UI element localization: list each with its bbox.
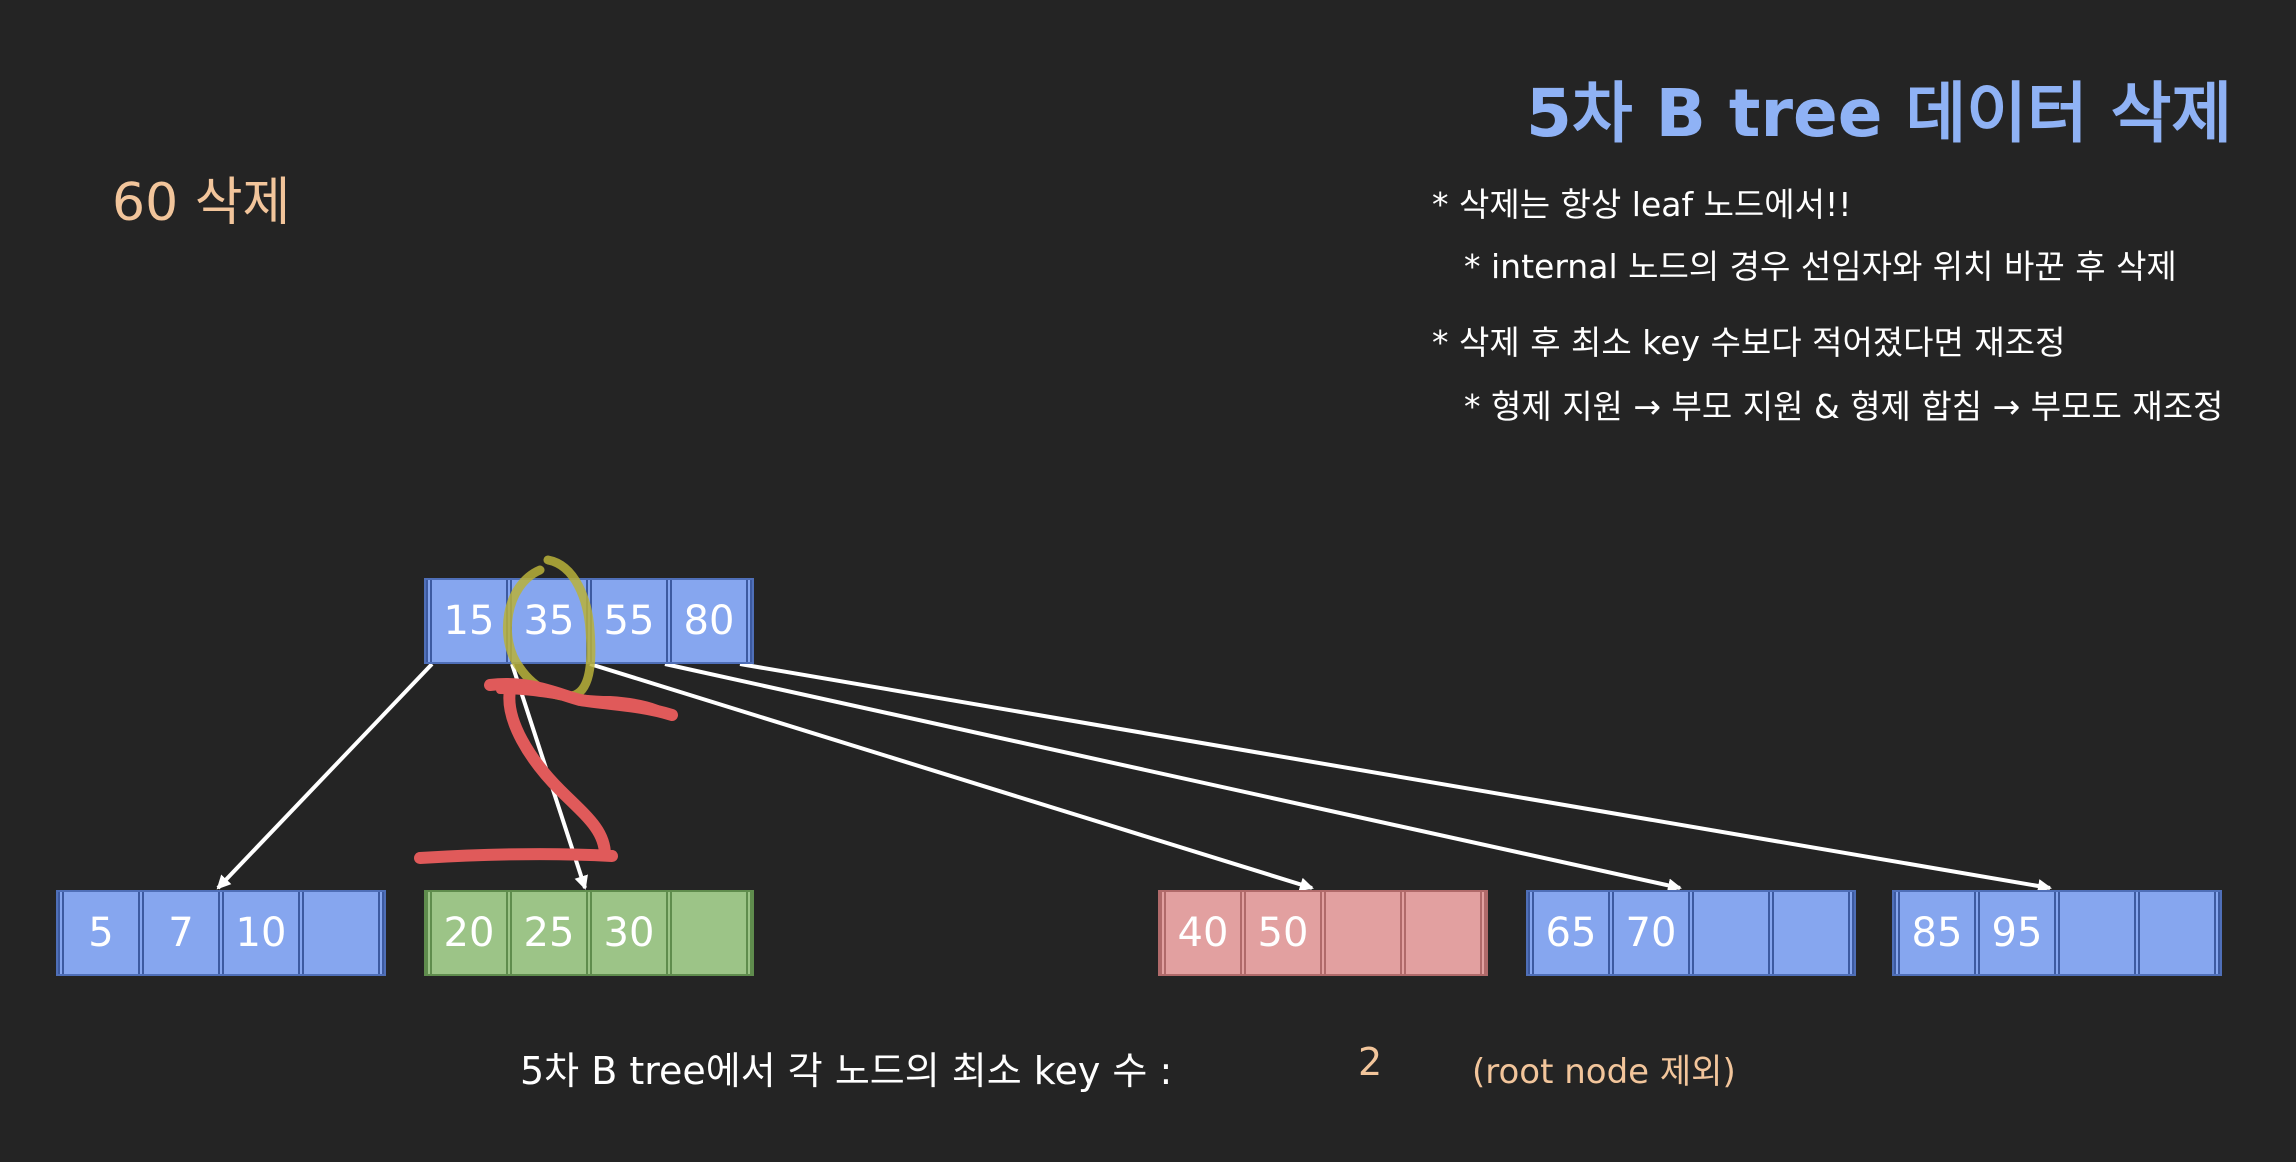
edge-root-leaf-5 <box>739 662 2052 893</box>
leaf-1-key-3: 10 <box>235 910 287 956</box>
leaf-node-1: 5 7 10 <box>56 890 386 976</box>
min-key-value: 2 <box>1358 1040 1383 1084</box>
red-scribble-annotation <box>414 678 678 864</box>
step-label: 60 삭제 <box>112 173 291 233</box>
note-3: * 삭제 후 최소 key 수보다 적어졌다면 재조정 <box>1432 323 2066 362</box>
root-key-1: 15 <box>443 598 495 644</box>
leaf-2-key-2: 25 <box>523 910 575 956</box>
min-key-note: (root node 제외) <box>1472 1052 1736 1092</box>
leaf-4-key-4 <box>1774 892 1848 974</box>
edge-root-leaf-3 <box>589 662 1314 892</box>
leaf-1-key-2: 7 <box>168 910 194 956</box>
edge-root-leaf-4 <box>664 662 1682 893</box>
root-key-4: 80 <box>683 598 735 644</box>
note-4: * 형제 지원 → 부모 지원 & 형제 합침 → 부모도 재조정 <box>1464 387 2224 426</box>
page-title: 5차 B tree 데이터 삭제 <box>1526 75 2233 152</box>
edge-root-leaf-2 <box>510 663 588 890</box>
leaf-4-key-3 <box>1694 892 1768 974</box>
leaf-5-key-1: 85 <box>1911 910 1963 956</box>
leaf-node-2: 20 25 30 <box>424 890 754 976</box>
root-node: 15 35 55 80 <box>424 578 754 664</box>
edge-root-leaf-1 <box>216 662 434 890</box>
leaf-1-key-1: 5 <box>88 910 114 956</box>
leaf-2-key-3: 30 <box>603 910 655 956</box>
root-key-2: 35 <box>523 598 575 644</box>
note-2: * internal 노드의 경우 선임자와 위치 바꾼 후 삭제 <box>1464 247 2177 286</box>
red-scribble-loop <box>496 686 674 720</box>
leaf-3-key-3 <box>1326 892 1400 974</box>
leaf-node-3: 40 50 <box>1158 890 1488 976</box>
leaf-3-key-1: 40 <box>1177 910 1229 956</box>
leaf-3-key-2: 50 <box>1257 910 1309 956</box>
leaf-node-4: 65 70 <box>1526 890 1856 976</box>
leaf-3-key-4 <box>1406 892 1480 974</box>
leaf-5-key-3 <box>2060 892 2134 974</box>
leaf-5-key-4 <box>2140 892 2214 974</box>
leaf-2-key-4 <box>672 892 746 974</box>
leaf-node-5: 85 95 <box>1892 890 2222 976</box>
leaf-1-key-4 <box>304 892 378 974</box>
leaf-4-key-2: 70 <box>1625 910 1677 956</box>
note-1: * 삭제는 항상 leaf 노드에서!! <box>1432 185 1852 224</box>
leaf-2-key-1: 20 <box>443 910 495 956</box>
root-key-3: 55 <box>603 598 655 644</box>
leaf-5-key-2: 95 <box>1991 910 2043 956</box>
min-key-label: 5차 B tree에서 각 노드의 최소 key 수 : <box>520 1049 1173 1093</box>
leaf-4-key-1: 65 <box>1545 910 1597 956</box>
